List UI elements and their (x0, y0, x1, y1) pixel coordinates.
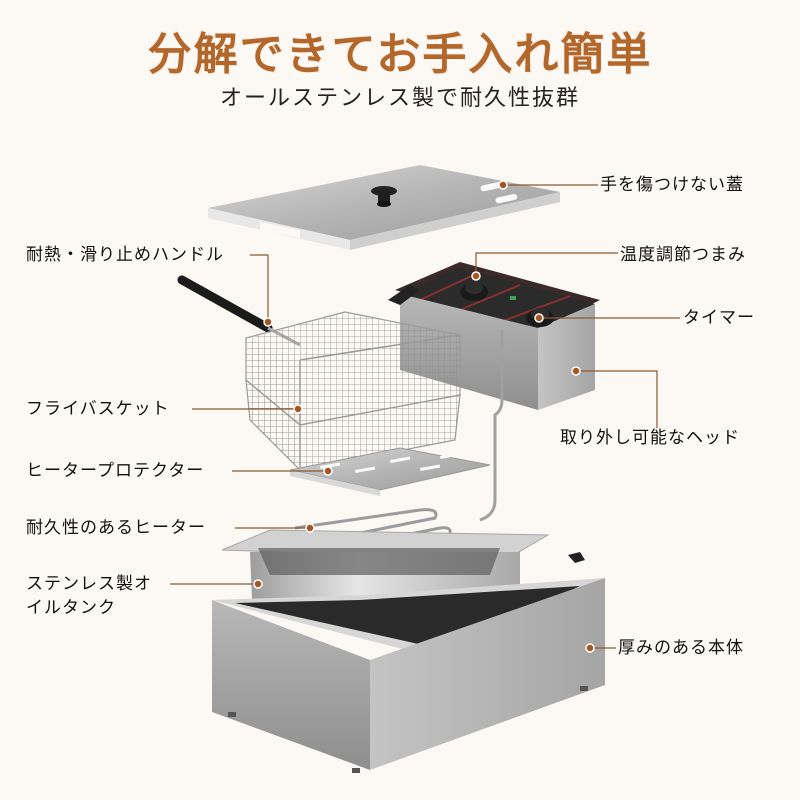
callout-basket: フライバスケット (26, 399, 170, 419)
lid (208, 165, 560, 250)
fry-basket (177, 275, 461, 471)
callout-temp-knob: 温度調節つまみ (620, 245, 746, 265)
heater-protector (289, 447, 491, 496)
callout-timer: タイマー (683, 308, 755, 328)
callout-heater: 耐久性のあるヒーター (26, 518, 206, 538)
callout-lid: 手を傷つけない蓋 (600, 175, 744, 195)
callout-oil-tank-line1: ステンレス製オ (26, 574, 152, 594)
callout-body: 厚みのある本体 (618, 638, 744, 658)
fryer-body (212, 552, 605, 773)
page-subtitle: オールステンレス製で耐久性抜群 (219, 86, 580, 111)
control-head (388, 262, 600, 522)
callout-handle: 耐熱・滑り止めハンドル (26, 245, 224, 265)
callout-oil-tank-line2: イルタンク (26, 598, 116, 618)
callout-removable-head: 取り外し可能なヘッド (560, 428, 740, 448)
callout-heater-protector: ヒータープロテクター (26, 461, 205, 481)
callout-leaders (170, 180, 680, 653)
page-title: 分解できてお手入れ簡単 (147, 29, 653, 80)
